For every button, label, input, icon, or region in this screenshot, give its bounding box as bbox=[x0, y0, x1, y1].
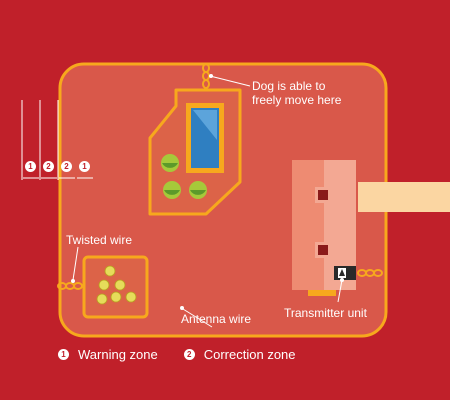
legend-label: Correction zone bbox=[203, 346, 296, 362]
legend-correction-zone: 2 Correction zone bbox=[183, 346, 296, 362]
garage-window-top bbox=[318, 190, 328, 200]
zone-marker-1-left: 1 bbox=[25, 161, 36, 172]
twisted-wire-left bbox=[57, 282, 83, 290]
zone-marker-2-right: 2 bbox=[61, 161, 72, 172]
garage-shade bbox=[292, 160, 324, 290]
legend-number-badge: 1 bbox=[58, 348, 69, 360]
transmitter-indicator-icon bbox=[339, 269, 345, 276]
zone-marker-2-left: 2 bbox=[43, 161, 54, 172]
twisted-wire-right bbox=[357, 269, 383, 277]
flowers bbox=[96, 265, 137, 305]
legend-label: Warning zone bbox=[78, 346, 158, 362]
garage-step bbox=[308, 290, 336, 296]
legend-number-badge: 2 bbox=[183, 348, 195, 360]
antenna-wire-label: Antenna wire bbox=[181, 312, 252, 326]
legend-warning-zone: 1 Warning zone bbox=[58, 347, 158, 362]
legend: 1 Warning zone 2 Correction zone bbox=[58, 345, 322, 363]
zone-marker-1-right: 1 bbox=[79, 161, 90, 172]
garage-window-bottom bbox=[318, 245, 328, 255]
leader-lines bbox=[71, 74, 344, 328]
driveway bbox=[358, 182, 450, 212]
shrubs bbox=[161, 154, 207, 199]
transmitter-unit-label: Transmitter unit bbox=[284, 306, 367, 320]
twisted-wire-label: Twisted wire bbox=[66, 233, 133, 247]
dog-free-label: Dog is able to freely move here bbox=[252, 79, 342, 107]
window-glare bbox=[193, 110, 217, 140]
